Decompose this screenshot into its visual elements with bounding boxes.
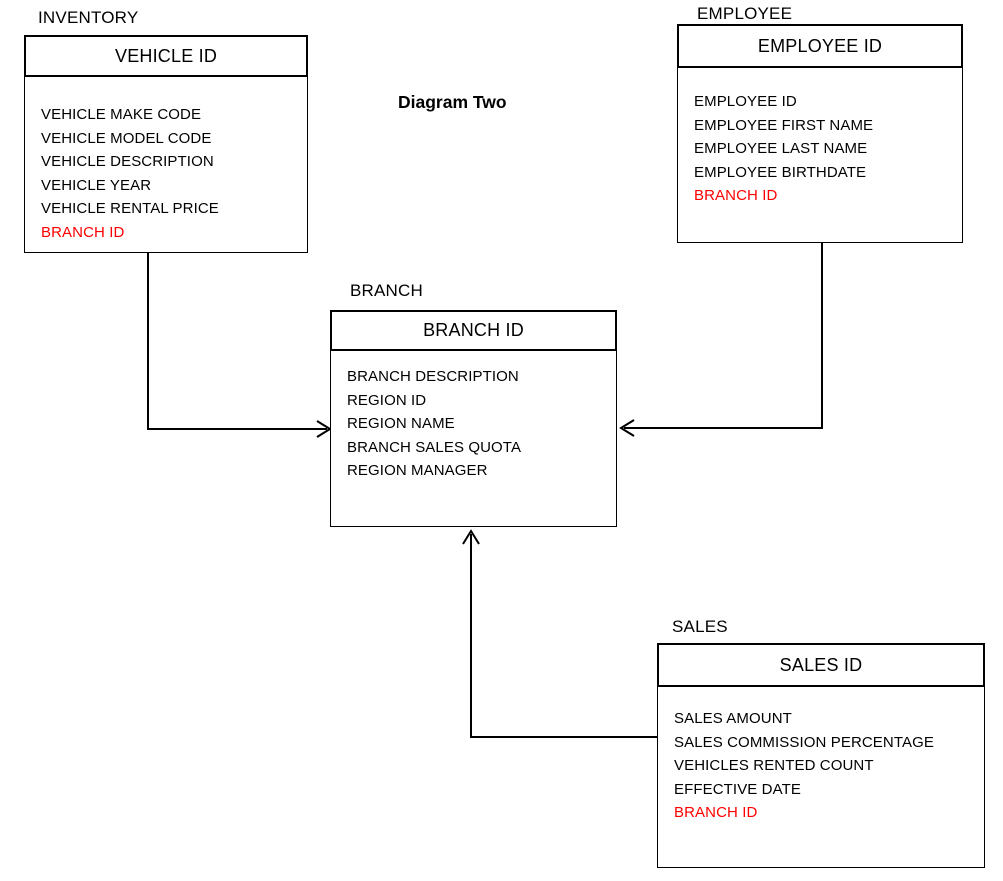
diagram-title: Diagram Two — [398, 92, 507, 112]
attribute-row: EFFECTIVE DATE — [674, 780, 801, 798]
entity-key-branch: BRANCH ID — [330, 310, 617, 351]
attribute-row: VEHICLE MAKE CODE — [41, 106, 202, 123]
attribute-row-foreign-key: BRANCH ID — [694, 187, 778, 204]
entity-label-employee: EMPLOYEE — [697, 4, 793, 23]
attribute-row: REGION MANAGER — [347, 462, 488, 479]
attribute-row: EMPLOYEE LAST NAME — [694, 140, 868, 157]
attribute-row: SALES AMOUNT — [674, 710, 792, 727]
entity-box-branch: BRANCH ID BRANCH DESCRIPTION REGION ID R… — [330, 310, 617, 527]
attribute-row: EMPLOYEE ID — [694, 93, 797, 110]
entity-key-inventory: VEHICLE ID — [24, 35, 308, 77]
entity-label-sales: SALES — [672, 617, 728, 636]
attribute-row: VEHICLE MODEL CODE — [41, 129, 212, 147]
entity-box-inventory: VEHICLE ID VEHICLE MAKE CODE VEHICLE MOD… — [24, 35, 308, 253]
attribute-row: VEHICLE YEAR — [41, 176, 152, 194]
entity-label-inventory: INVENTORY — [38, 8, 139, 27]
attribute-row: VEHICLE DESCRIPTION — [41, 153, 214, 170]
entity-key-employee: EMPLOYEE ID — [677, 24, 963, 68]
entity-box-employee: EMPLOYEE ID EMPLOYEE ID EMPLOYEE FIRST N… — [677, 24, 963, 243]
entity-attributes-employee: EMPLOYEE ID EMPLOYEE FIRST NAME EMPLOYEE… — [677, 68, 963, 243]
arrowhead-up-icon — [462, 529, 480, 545]
attribute-row-foreign-key: BRANCH ID — [674, 804, 758, 821]
attribute-row: REGION NAME — [347, 415, 455, 432]
entity-box-sales: SALES ID SALES AMOUNT SALES COMMISSION P… — [657, 643, 985, 868]
entity-key-sales: SALES ID — [657, 643, 985, 687]
attribute-row-foreign-key: BRANCH ID — [41, 223, 125, 241]
attribute-row: REGION ID — [347, 391, 427, 409]
attribute-row: BRANCH SALES QUOTA — [347, 438, 522, 456]
attribute-row: VEHICLES RENTED COUNT — [674, 757, 874, 774]
connector-inventory-to-branch — [147, 253, 332, 438]
entity-label-branch: BRANCH — [350, 281, 423, 300]
entity-attributes-inventory: VEHICLE MAKE CODE VEHICLE MODEL CODE VEH… — [24, 77, 308, 253]
attribute-row: SALES COMMISSION PERCENTAGE — [674, 733, 934, 751]
attribute-row: BRANCH DESCRIPTION — [347, 368, 519, 385]
arrowhead-left-icon — [619, 419, 635, 437]
connector-employee-to-branch — [619, 243, 823, 437]
attribute-row: VEHICLE RENTAL PRICE — [41, 200, 219, 217]
entity-attributes-branch: BRANCH DESCRIPTION REGION ID REGION NAME… — [330, 351, 617, 527]
attribute-row: EMPLOYEE FIRST NAME — [694, 116, 874, 134]
connector-sales-to-branch — [462, 529, 657, 738]
entity-attributes-sales: SALES AMOUNT SALES COMMISSION PERCENTAGE… — [657, 687, 985, 868]
attribute-row: EMPLOYEE BIRTHDATE — [694, 163, 867, 181]
